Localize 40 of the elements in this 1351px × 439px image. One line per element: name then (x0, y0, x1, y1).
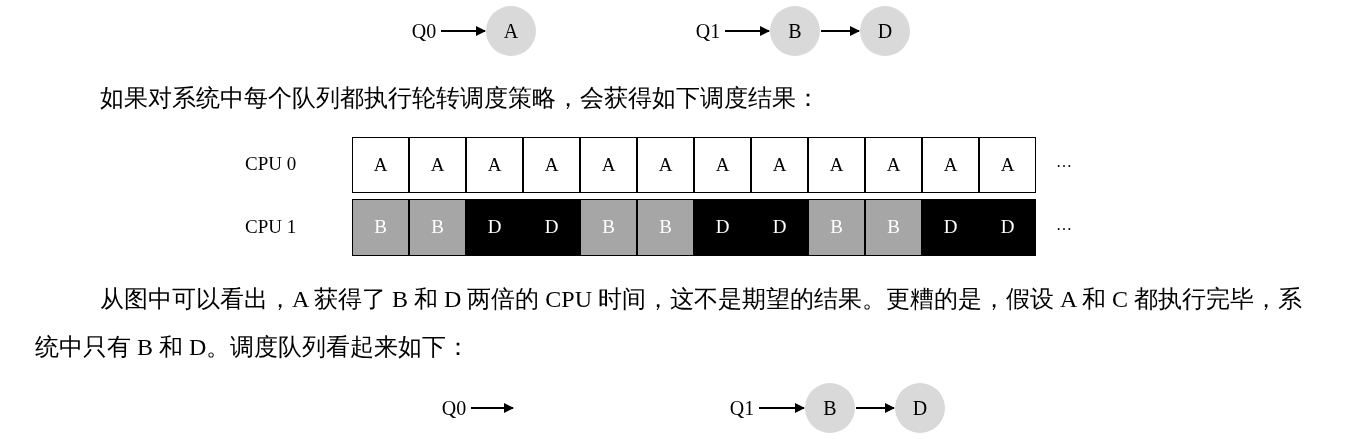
arrow (855, 403, 895, 413)
time-slice: D (523, 199, 580, 256)
queue-label: Q0 (438, 395, 470, 421)
time-slice: D (694, 199, 751, 256)
arrow (820, 26, 860, 36)
time-slice: D (979, 199, 1036, 256)
cpu-label: CPU 1 (245, 215, 297, 239)
time-slice: B (409, 199, 466, 256)
time-slice: A (409, 137, 466, 193)
time-slice: A (694, 137, 751, 193)
time-slice: B (865, 199, 922, 256)
time-slice: D (922, 199, 979, 256)
time-slice: B (352, 199, 409, 256)
time-slice: A (637, 137, 694, 193)
queue-label: Q0 (408, 18, 440, 44)
time-slice: A (523, 137, 580, 193)
time-slice: D (751, 199, 808, 256)
queue-label: Q1 (692, 18, 724, 44)
time-slice: B (580, 199, 637, 256)
arrow (724, 26, 770, 36)
time-slice: A (808, 137, 865, 193)
time-slice: A (922, 137, 979, 193)
arrow (470, 403, 514, 413)
time-slice: B (808, 199, 865, 256)
time-slice: A (352, 137, 409, 193)
time-slice: D (466, 199, 523, 256)
time-slice: A (979, 137, 1036, 193)
time-slice: B (637, 199, 694, 256)
arrow (440, 26, 486, 36)
paragraph: 如果对系统中每个队列都执行轮转调度策略，会获得如下调度结果： (100, 84, 820, 113)
paragraph: 从图中可以看出，A 获得了 B 和 D 两倍的 CPU 时间，这不是期望的结果。更糟的是，假设 A 和 C 都执行完毕，系统中只有 B 和 D。调度队列看起来如下： (35, 285, 1304, 362)
time-slice: A (466, 137, 523, 193)
time-slice: A (865, 137, 922, 193)
ellipsis: … (1056, 215, 1072, 235)
queue-label: Q1 (726, 395, 758, 421)
ellipsis: … (1056, 152, 1072, 172)
time-slice: A (580, 137, 637, 193)
cpu-label: CPU 0 (245, 152, 297, 176)
time-slice: A (751, 137, 808, 193)
arrow (758, 403, 805, 413)
